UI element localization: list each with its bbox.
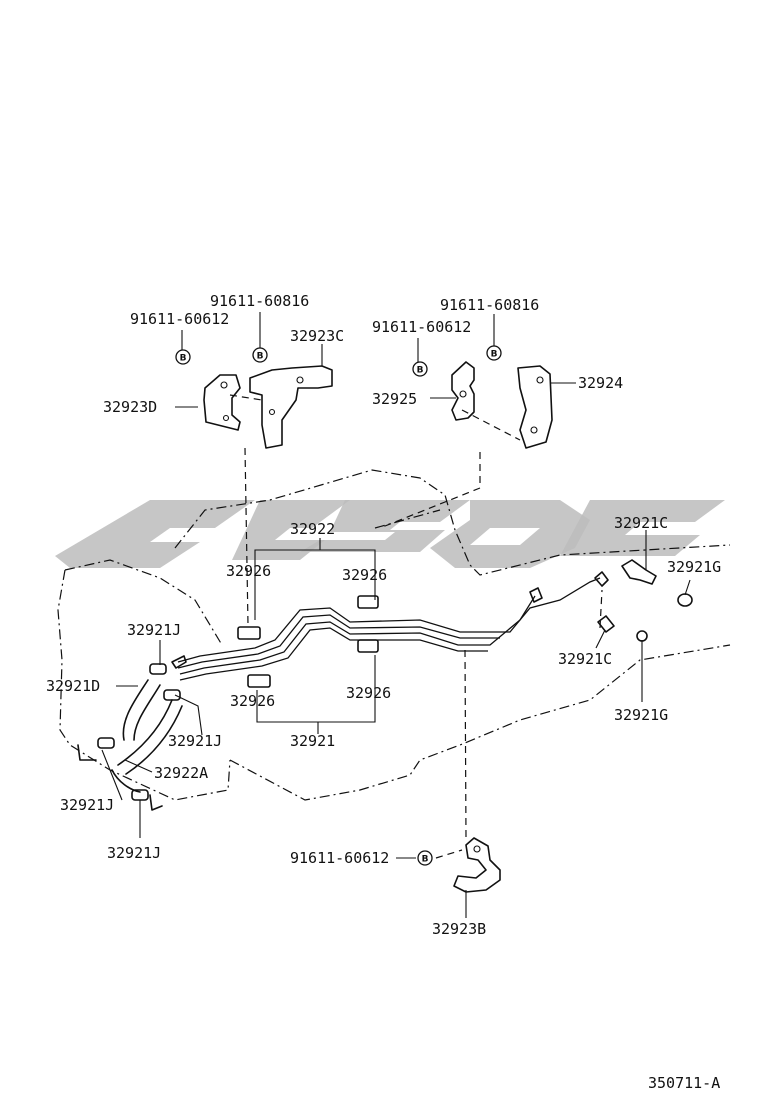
reference-number: 350711-A bbox=[648, 1074, 720, 1092]
svg-text:B: B bbox=[180, 354, 187, 364]
grommet-tr bbox=[357, 595, 379, 609]
bracket-32924 bbox=[517, 365, 553, 449]
label-bolt-bottom: 91611-60612 bbox=[290, 849, 389, 867]
fittings-right bbox=[529, 559, 693, 642]
fuel-tubes bbox=[171, 577, 601, 681]
bolt-symbol-bottom: B bbox=[417, 850, 433, 866]
label-32926-tl: 32926 bbox=[226, 562, 271, 580]
label-32921J-upper: 32921J bbox=[127, 621, 181, 639]
label-bolt-mid-right: 91611-60816 bbox=[440, 296, 539, 314]
label-32921D: 32921D bbox=[46, 677, 100, 695]
label-bolt-mid-left: 91611-60612 bbox=[372, 318, 471, 336]
label-32921G-mid: 32921G bbox=[614, 706, 668, 724]
svg-text:B: B bbox=[417, 366, 424, 376]
label-32925: 32925 bbox=[372, 390, 417, 408]
label-32921J-mid: 32921J bbox=[168, 732, 222, 750]
bolt-symbol-mid-right: B bbox=[486, 345, 502, 361]
label-32923D: 32923D bbox=[103, 398, 157, 416]
grommet-bl bbox=[247, 674, 271, 688]
bolt-symbol-mid-left: B bbox=[412, 361, 428, 377]
label-32921J-bottom: 32921J bbox=[107, 844, 161, 862]
label-32922A: 32922A bbox=[154, 764, 208, 782]
label-32926-tr: 32926 bbox=[342, 566, 387, 584]
leader-lines bbox=[101, 312, 691, 918]
svg-text:B: B bbox=[491, 350, 498, 360]
body-outline bbox=[57, 469, 731, 801]
label-32923C: 32923C bbox=[290, 327, 344, 345]
grommets bbox=[237, 595, 379, 688]
grommet-br bbox=[357, 639, 379, 653]
svg-text:B: B bbox=[257, 352, 264, 362]
hoses-left bbox=[77, 663, 183, 811]
bolt-symbol-d: B bbox=[175, 349, 191, 365]
watermark-logo bbox=[55, 500, 725, 568]
label-bolt-d: 91611-60612 bbox=[130, 310, 229, 328]
part-labels: 91611-60816 91611-60612 32923C 32923D 91… bbox=[46, 292, 721, 1092]
label-32922: 32922 bbox=[290, 520, 335, 538]
bracket-32923B bbox=[453, 837, 501, 893]
label-32926-br: 32926 bbox=[346, 684, 391, 702]
label-32924: 32924 bbox=[578, 374, 623, 392]
label-bolt-c: 91611-60816 bbox=[210, 292, 309, 310]
label-32921: 32921 bbox=[290, 732, 335, 750]
svg-text:B: B bbox=[422, 855, 429, 865]
label-32921C-top: 32921C bbox=[614, 514, 668, 532]
guide-lines bbox=[229, 394, 603, 859]
label-32921J-lower-left: 32921J bbox=[60, 796, 114, 814]
label-32921C-mid: 32921C bbox=[558, 650, 612, 668]
bracket-32923D bbox=[203, 374, 241, 431]
grommet-tl bbox=[237, 626, 261, 640]
label-32921G-top: 32921G bbox=[667, 558, 721, 576]
label-32926-bl: 32926 bbox=[230, 692, 275, 710]
label-32923B: 32923B bbox=[432, 920, 486, 938]
clamp-32925 bbox=[451, 361, 475, 421]
bolt-symbol-c: B bbox=[252, 347, 268, 363]
bracket-32923C bbox=[249, 365, 333, 449]
